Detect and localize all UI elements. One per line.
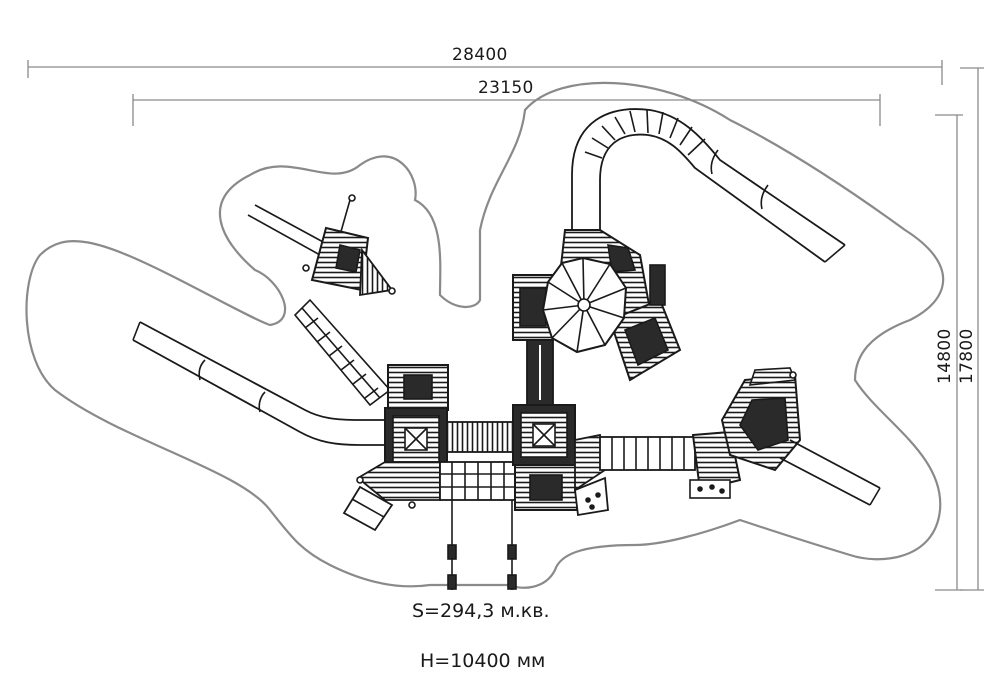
center-tube: [526, 339, 554, 406]
center-lower-roof: [514, 464, 578, 511]
overall-depth-label: 17800: [957, 328, 977, 384]
lower-left-slide: [342, 485, 394, 532]
right-slide: [779, 439, 881, 506]
left-center-main-tower: [384, 407, 448, 471]
upper-left-ladder: [293, 298, 392, 407]
equipment-depth-label: 14800: [935, 328, 955, 384]
right-tower: [720, 367, 802, 472]
tube-slide: [571, 108, 846, 263]
dimension-equipment-depth: [935, 114, 963, 591]
upper-left-climber: [247, 194, 356, 256]
upper-left-tower: [302, 226, 396, 297]
overall-width-label: 28400: [452, 45, 508, 65]
center-net-panel: [439, 461, 516, 501]
hanging-ropes: [447, 500, 517, 590]
center-right-wedge: [574, 433, 609, 517]
dimension-overall-width: [27, 60, 943, 85]
equipment-width-label: 23150: [478, 78, 534, 98]
center-bridge: [446, 421, 516, 453]
safety-zone-outline: [25, 81, 945, 589]
dimension-overall-depth: [960, 67, 984, 591]
height-caption: H=10400 мм: [420, 650, 546, 672]
dimension-equipment-width: [132, 94, 881, 126]
octagonal-roof: [541, 256, 628, 354]
area-caption: S=294,3 м.кв.: [412, 600, 550, 622]
left-center-tower-upper: [387, 364, 449, 411]
playground-equipment: [132, 108, 881, 590]
right-bridge: [599, 436, 696, 471]
left-long-slide: [132, 321, 395, 446]
center-main-tower: [512, 404, 576, 466]
